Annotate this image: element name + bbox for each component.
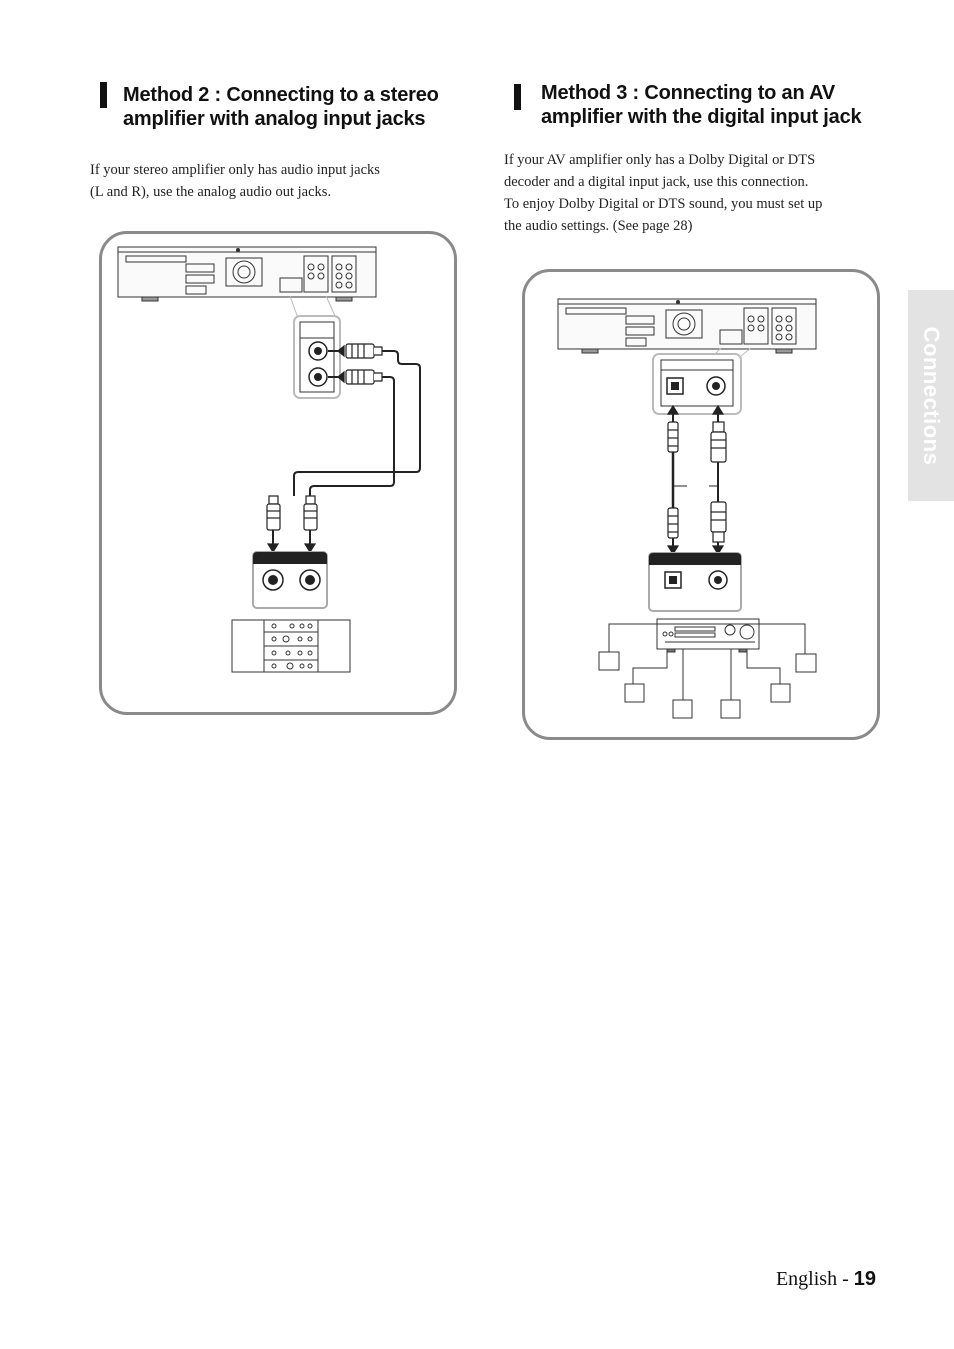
analog-connection-illustration [117, 246, 421, 673]
method3-description-line2: decoder and a digital input jack, use th… [504, 174, 809, 190]
audio-out-jacks-zoom-icon [289, 295, 341, 399]
method2-heading-line1: Method 2 : Connecting to a stereo [123, 84, 439, 106]
method2-heading-line2: amplifier with analog input jacks [123, 108, 426, 130]
optical-cable-icon [666, 404, 687, 556]
digital-out-jacks-zoom-icon [652, 347, 752, 415]
method3-description-line3: To enjoy Dolby Digital or DTS sound, you… [504, 196, 823, 212]
rca-plugs-recorder-icon [328, 343, 383, 385]
method2-section-bar [100, 82, 107, 108]
method3-heading: Method 3 : Connecting to an AV amplifier… [541, 81, 862, 129]
av-receiver-icon [656, 618, 760, 653]
connections-side-tab: Connections [908, 290, 954, 501]
method2-heading: Method 2 : Connecting to a stereo amplif… [123, 83, 439, 131]
dvd-recorder-back-panel-icon [117, 246, 377, 302]
method3-description-line4: the audio settings. (See page 28) [504, 218, 693, 234]
method2-description-line1: If your stereo amplifier only has audio … [90, 162, 380, 178]
method3-heading-line2: amplifier with the digital input jack [541, 106, 862, 128]
stereo-system-icon [231, 619, 351, 673]
method3-description: If your AV amplifier only has a Dolby Di… [504, 149, 822, 237]
method2-description-line2: (L and R), use the analog audio out jack… [90, 184, 332, 200]
analog-connection-diagram [99, 231, 457, 715]
method3-heading-line1: Method 3 : Connecting to an AV [541, 82, 835, 104]
page-number: 19 [853, 1268, 876, 1290]
av-amplifier-input-panel-icon [648, 552, 742, 612]
page-footer: English - 19 [776, 1266, 876, 1291]
footer-language: English - [775, 1268, 854, 1290]
coaxial-cable-icon [709, 404, 727, 556]
connections-side-tab-label: Connections [919, 326, 944, 465]
method3-section-bar [514, 84, 521, 110]
method2-description: If your stereo amplifier only has audio … [90, 159, 380, 203]
amplifier-input-panel-icon [252, 551, 328, 609]
rca-plugs-amplifier-icon [266, 495, 318, 554]
dvd-recorder-back-panel-icon [557, 298, 817, 354]
digital-connection-diagram [522, 269, 880, 740]
speaker-system-icon [598, 623, 817, 719]
audio-cable-icon [293, 350, 421, 496]
method3-description-line1: If your AV amplifier only has a Dolby Di… [504, 152, 816, 168]
digital-connection-illustration [557, 298, 817, 719]
